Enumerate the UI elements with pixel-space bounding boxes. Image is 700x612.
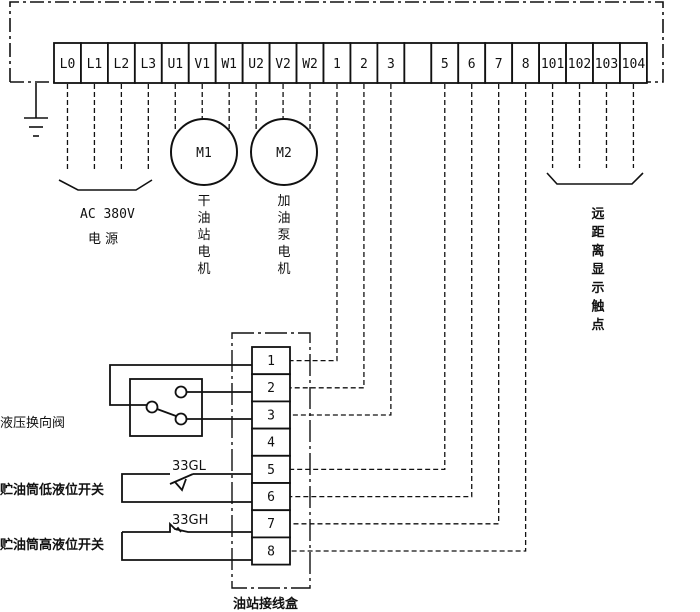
terminal-label-103: 103 xyxy=(595,57,618,72)
svg-text:离: 离 xyxy=(591,243,604,259)
svg-text:点: 点 xyxy=(591,317,604,333)
svg-text:干: 干 xyxy=(197,194,210,209)
cable-2 xyxy=(290,84,365,389)
cabinet-boundary xyxy=(9,1,664,83)
high-level-switch-label: 贮油筒高液位开关 xyxy=(0,537,104,553)
svg-text:泵: 泵 xyxy=(277,228,290,243)
svg-text:机: 机 xyxy=(197,262,210,277)
terminal-label-U2: U2 xyxy=(248,57,264,72)
terminal-label-1: 1 xyxy=(333,57,341,72)
high-level-switch xyxy=(121,521,252,561)
terminal-label-W2: W2 xyxy=(302,57,318,72)
terminal-label-L3: L3 xyxy=(140,57,156,72)
ground-icon xyxy=(24,83,48,137)
power-supply-label: 电 源 xyxy=(88,232,118,247)
power-supply-voltage: AC 380V xyxy=(80,207,135,222)
terminal-label-V2: V2 xyxy=(275,57,291,72)
cable-3 xyxy=(290,84,392,416)
svg-text:示: 示 xyxy=(591,281,604,296)
cable-8 xyxy=(290,84,527,552)
terminal-cell xyxy=(80,42,109,84)
terminal-label-W1: W1 xyxy=(221,57,237,72)
terminal-cell xyxy=(268,42,298,84)
terminal-cell xyxy=(187,42,217,84)
terminal-cell xyxy=(538,42,567,84)
terminal-label-102: 102 xyxy=(568,57,591,72)
junction-terminal-label-3: 3 xyxy=(267,408,275,423)
svg-text:电: 电 xyxy=(277,245,290,260)
terminal-label-L1: L1 xyxy=(87,57,103,72)
junction-terminal-label-8: 8 xyxy=(267,544,275,559)
motor-m2: M2 xyxy=(250,118,318,186)
junction-terminal-label-5: 5 xyxy=(267,463,275,478)
terminal-label-8: 8 xyxy=(522,57,530,72)
junction-terminal-label-6: 6 xyxy=(267,490,275,505)
svg-text:远: 远 xyxy=(591,207,604,222)
low-level-switch-label: 贮油筒低液位开关 xyxy=(0,482,104,498)
svg-text:距: 距 xyxy=(591,226,604,241)
motor-m1: M1 xyxy=(170,118,238,186)
terminal-label-2: 2 xyxy=(360,57,368,72)
terminal-cell xyxy=(376,42,406,84)
junction-terminal xyxy=(251,346,291,376)
remote-display-brace xyxy=(546,172,644,185)
terminal-cell xyxy=(430,42,460,84)
junction-terminal xyxy=(251,454,291,484)
terminal-strip: L0 L1 L2 L3 U1 V1 W1 U2 V2 W2 1 2 3 5 6 7 8 101 102 103 104 xyxy=(53,42,648,84)
terminal-cell xyxy=(160,42,190,84)
cable-5 xyxy=(290,84,446,471)
terminal-cell xyxy=(619,42,648,84)
low-level-switch-tag: 33GL xyxy=(172,459,207,474)
high-level-switch-tag: 33GH xyxy=(172,513,208,528)
terminal-label-U1: U1 xyxy=(167,57,183,72)
svg-text:站: 站 xyxy=(197,228,210,243)
terminal-label-V1: V1 xyxy=(194,57,210,72)
terminal-cell xyxy=(457,42,487,84)
junction-terminal-label-2: 2 xyxy=(267,381,275,396)
terminal-label-5: 5 xyxy=(441,57,449,72)
junction-terminal-label-1: 1 xyxy=(267,354,275,369)
cable-7 xyxy=(290,84,500,525)
hydraulic-valve-label: 液压换向阀 xyxy=(0,415,65,431)
hydraulic-valve xyxy=(109,364,252,437)
terminal-label-7: 7 xyxy=(495,57,503,72)
junction-box-caption: 油站接线盒 xyxy=(233,596,299,612)
terminal-label-104: 104 xyxy=(622,57,646,72)
terminal-cell xyxy=(295,42,325,84)
junction-terminal xyxy=(251,536,291,566)
junction-box: 1 2 3 4 5 6 7 8 xyxy=(231,332,311,589)
terminal-label-L0: L0 xyxy=(60,57,76,72)
cable-group xyxy=(66,84,635,552)
motor-m2-label: M2 xyxy=(276,146,292,161)
junction-terminal-label-4: 4 xyxy=(267,436,275,451)
terminal-cell xyxy=(322,42,352,84)
terminal-label-3: 3 xyxy=(387,57,395,72)
cable-6 xyxy=(290,84,473,498)
terminal-cell xyxy=(214,42,244,84)
motor-m1-label: M1 xyxy=(196,146,212,161)
terminal-label-6: 6 xyxy=(468,57,476,72)
terminal-cell xyxy=(349,42,379,84)
svg-text:加: 加 xyxy=(277,194,290,209)
cable-1 xyxy=(290,84,338,362)
svg-text:电: 电 xyxy=(197,245,210,260)
svg-text:显: 显 xyxy=(591,263,604,278)
junction-terminal xyxy=(251,373,291,403)
svg-text:油: 油 xyxy=(277,211,290,226)
svg-text:机: 机 xyxy=(277,262,290,277)
terminal-label-101: 101 xyxy=(541,57,564,72)
svg-text:油: 油 xyxy=(197,211,210,226)
junction-terminal-label-7: 7 xyxy=(267,517,275,532)
low-level-switch xyxy=(121,473,252,503)
svg-text:触: 触 xyxy=(590,299,604,315)
terminal-cell xyxy=(403,42,433,84)
terminal-label-L2: L2 xyxy=(114,57,130,72)
power-supply-brace xyxy=(58,179,153,191)
